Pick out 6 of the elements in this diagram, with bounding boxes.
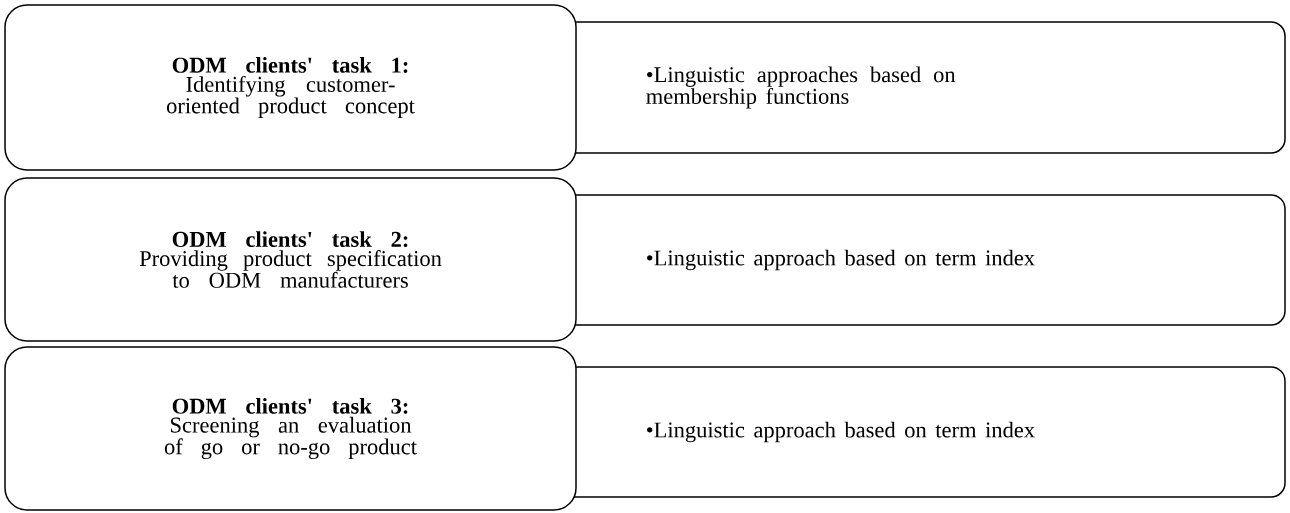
method-box: •Linguistic approach based on term index (559, 366, 1286, 498)
task-box: ODM clients' task 3: Screening an evaluation of go or no-go product (4, 346, 577, 511)
task-box: ODM clients' task 2: Providing product specification to ODM manufacturers (4, 177, 577, 342)
method-box: •Linguistic approach based on term index (559, 194, 1286, 326)
method-box: •Linguistic approaches based on membership functions (559, 21, 1286, 154)
task-box: ODM clients' task 1: Identifying customer-oriented product concept (4, 4, 577, 171)
